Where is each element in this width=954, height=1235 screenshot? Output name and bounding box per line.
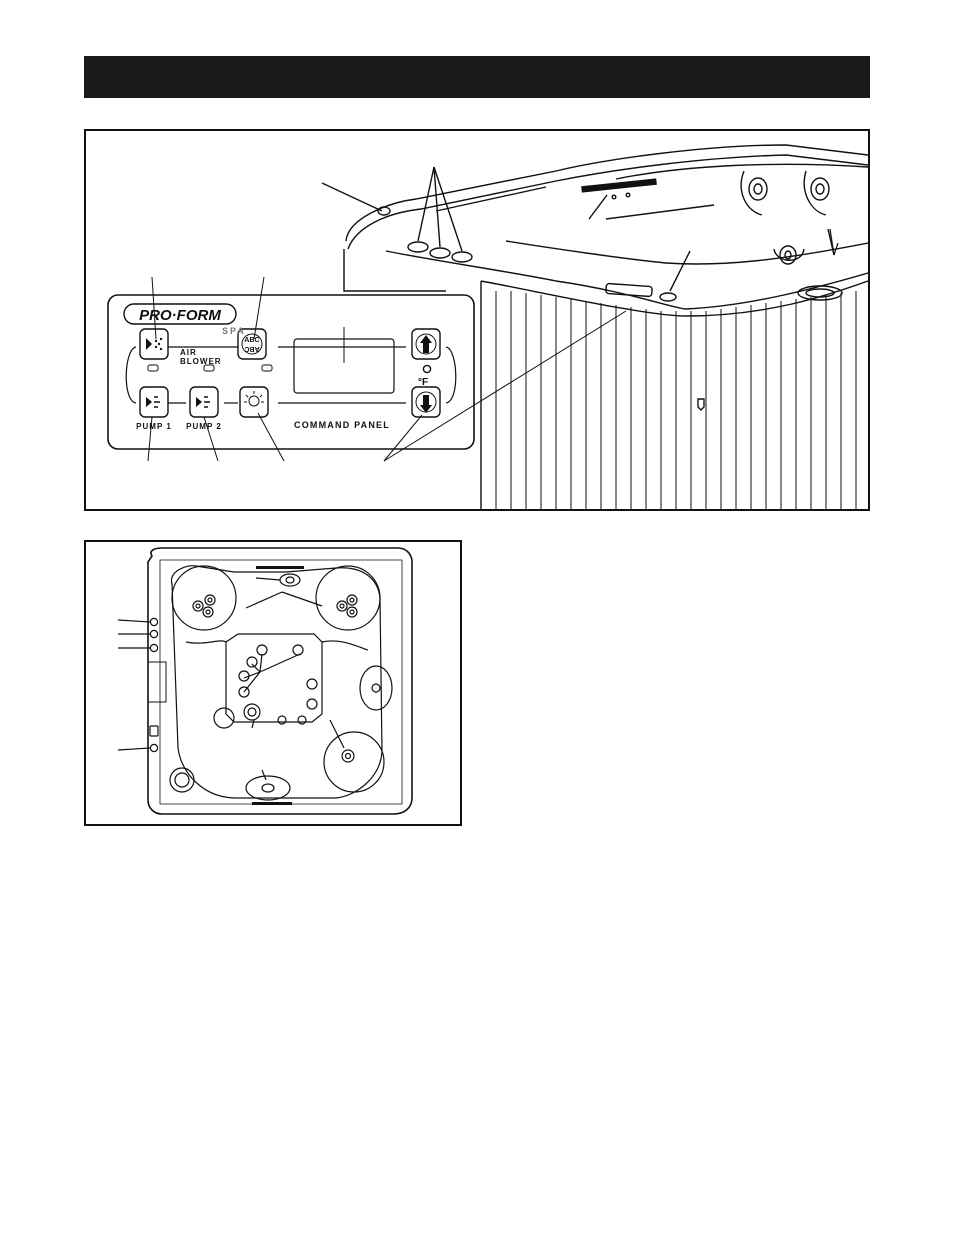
svg-text:ABC: ABC	[244, 345, 259, 352]
pump1-button[interactable]	[139, 386, 169, 418]
air-blower-icon	[146, 337, 163, 351]
brand-subtitle: SPA	[222, 326, 246, 336]
skimmer-top	[256, 566, 304, 569]
temp-indicator	[422, 364, 432, 374]
brand-logo: PRO·FORM	[139, 307, 221, 324]
light-bulb-icon	[244, 391, 264, 407]
light-button[interactable]	[239, 386, 269, 418]
abc-mode-icon: ABC ABC	[241, 333, 263, 355]
pump1-label: PUMP 1	[136, 422, 172, 431]
svg-text:ABC: ABC	[244, 337, 259, 344]
pump2-label: PUMP 2	[186, 422, 222, 431]
spa-command-panel-figure: ABC ABC	[84, 129, 870, 511]
pump-icon	[196, 396, 210, 408]
spa-illustration: ABC ABC	[107, 144, 868, 509]
command-panel-title: COMMAND PANEL	[294, 420, 390, 430]
temp-up-button[interactable]	[411, 328, 441, 360]
air-label-line2: BLOWER	[180, 357, 222, 366]
spa-top-view-figure	[84, 540, 462, 826]
pump-icon	[146, 396, 160, 408]
temp-unit-label: °F	[418, 377, 428, 388]
section-header-bar	[84, 56, 870, 98]
mode-button[interactable]: ABC ABC	[237, 328, 267, 360]
arrow-up-icon	[415, 333, 437, 355]
air-label-line1: AIR	[180, 348, 197, 357]
skimmer-bottom	[252, 802, 292, 805]
spa-top-view	[117, 547, 413, 815]
air-blower-button[interactable]	[139, 328, 169, 360]
arrow-down-icon	[415, 391, 437, 413]
pump2-button[interactable]	[189, 386, 219, 418]
temp-down-button[interactable]	[411, 386, 441, 418]
